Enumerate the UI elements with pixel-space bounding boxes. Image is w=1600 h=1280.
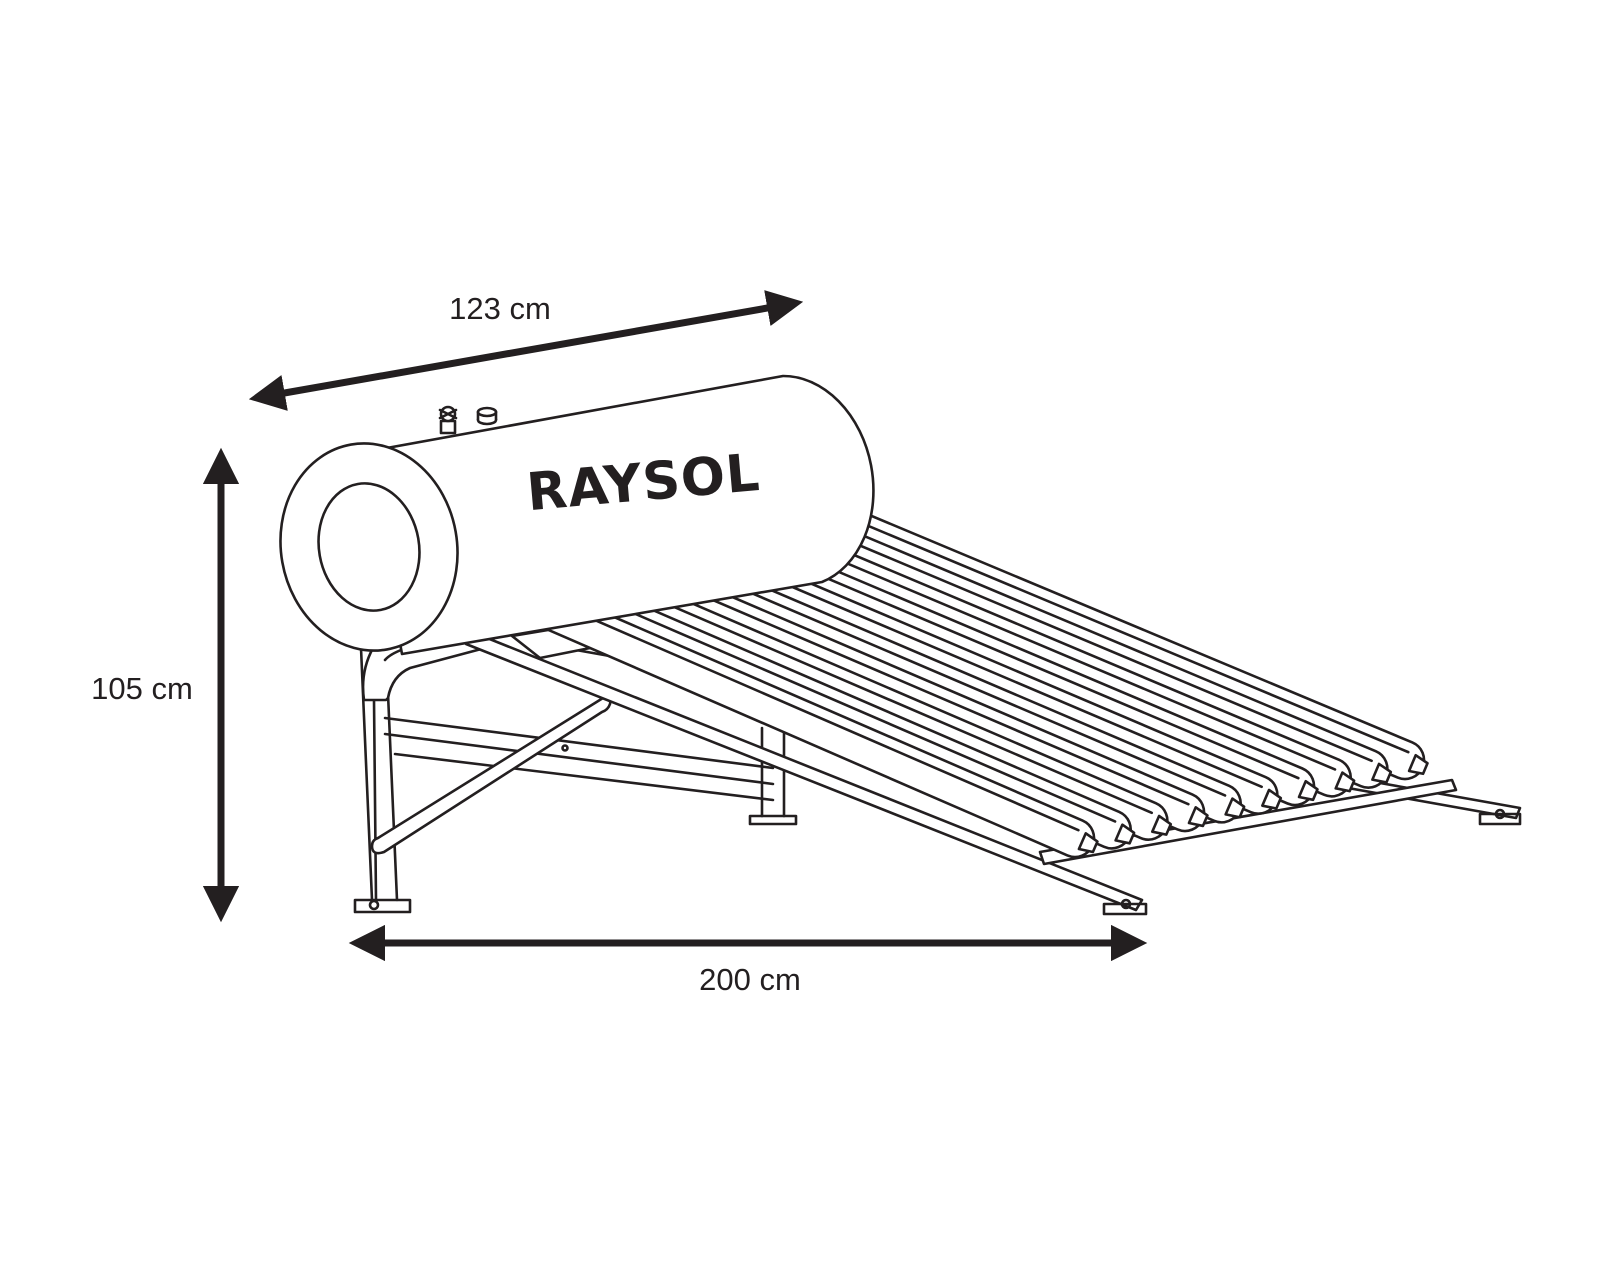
front-foot-bolt [368, 899, 380, 911]
cross-beam-lower [393, 752, 775, 802]
rear-leg [760, 726, 786, 818]
tank-body [363, 374, 875, 656]
dimension-width-arrow [248, 290, 804, 411]
dimension-width: 123 cm [248, 290, 804, 411]
cross-beam [383, 716, 775, 786]
dimension-height-label: 105 cm [91, 671, 193, 706]
storage-tank: RAYSOL [279, 374, 875, 656]
tank-end-cap-inner [317, 482, 421, 612]
dimension-length-label: 200 cm [699, 962, 801, 997]
dimension-length: 200 cm [348, 924, 1148, 997]
rail-foot-front [1102, 902, 1148, 916]
bottom-tube-rail [1038, 778, 1458, 866]
pressure-valve-icon [438, 405, 458, 435]
front-foot [353, 898, 412, 914]
dimension-height: 105 cm [91, 447, 240, 923]
dimension-width-label: 123 cm [449, 291, 551, 326]
rear-foot [748, 814, 798, 826]
evacuated-tubes [481, 492, 1429, 859]
rail-foot-bolt-front [1120, 898, 1132, 910]
filler-cap-icon [476, 406, 498, 426]
rail-foot-bolt-back [1494, 808, 1506, 820]
front-leg-inner [372, 698, 378, 902]
brace-pin [561, 744, 569, 752]
rail-foot-back [1478, 812, 1522, 826]
